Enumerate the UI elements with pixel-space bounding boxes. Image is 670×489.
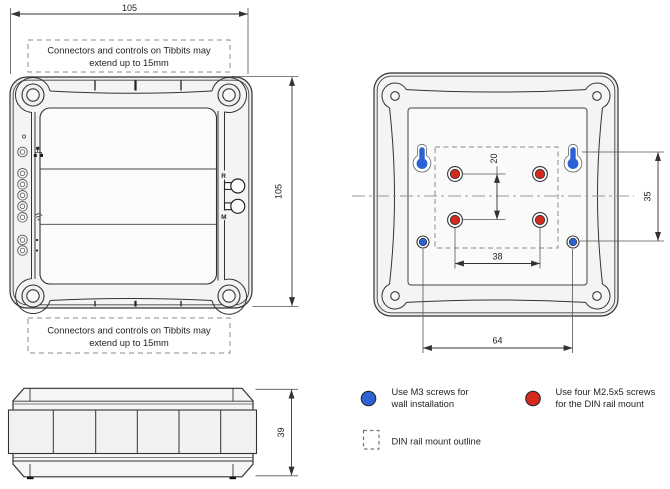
front-faceplate — [14, 76, 248, 315]
led-column — [17, 134, 43, 256]
dim-label-height: 105 — [274, 184, 284, 199]
dimension-width-top: 105 — [10, 3, 249, 74]
note-top-line1: Connectors and controls on Tibbits may — [47, 46, 211, 56]
wall-screw-hole — [416, 235, 430, 249]
label-backing — [219, 210, 227, 220]
note-box-top: Connectors and controls on Tibbits may e… — [27, 39, 231, 73]
corner-hole — [592, 91, 602, 101]
legend: Use M3 screws for wall installation Use … — [360, 387, 656, 450]
din-rail-mount-outline — [434, 146, 559, 249]
led-indicators — [17, 146, 28, 256]
dim-label-width: 105 — [122, 3, 137, 13]
back-view — [352, 72, 634, 317]
status-dot — [35, 238, 39, 242]
dim-label-side-height: 39 — [276, 427, 286, 437]
dimension-wall-horizontal: 64 — [422, 249, 573, 353]
corner-hole — [390, 91, 400, 101]
dimension-din-vertical: 20 — [462, 153, 506, 220]
corner-screw — [21, 83, 45, 107]
foot — [229, 476, 236, 480]
side-view — [7, 387, 258, 480]
note-bottom-line2: extend up to 15mm — [89, 338, 169, 348]
slot-dividers — [52, 410, 222, 454]
legend-wall-line1: Use M3 screws for — [392, 387, 469, 397]
dimension-din-horizontal: 38 — [454, 228, 541, 269]
legend-din-outline-label: DIN rail mount outline — [392, 437, 481, 447]
label-backing — [219, 170, 227, 180]
wall-mount-keyhole — [563, 144, 583, 173]
din-screw-swatch — [525, 390, 541, 407]
dimension-height-right: 105 — [232, 76, 299, 307]
legend-din-outline: DIN rail mount outline — [362, 429, 481, 450]
note-bottom-line1: Connectors and controls on Tibbits may — [47, 326, 211, 336]
wall-mount-keyhole — [412, 144, 432, 173]
wall-screw-hole — [566, 235, 580, 249]
ethernet-icon — [33, 146, 43, 157]
legend-wall-line2: wall installation — [391, 399, 455, 409]
dimension-wall-vertical: 35 — [580, 151, 664, 242]
din-screw-hole — [447, 212, 463, 228]
md-button-label: M — [221, 214, 226, 221]
corner-hole — [390, 291, 400, 301]
legend-din-screw: Use four M2.5x5 screws for the DIN rail … — [525, 387, 656, 409]
legend-din-line2: for the DIN rail mount — [556, 399, 645, 409]
legend-din-line1: Use four M2.5x5 screws — [556, 387, 656, 397]
md-button — [230, 198, 246, 214]
corner-holes — [390, 91, 602, 301]
corner-screw — [217, 83, 241, 107]
note-top-line2: extend up to 15mm — [89, 58, 169, 68]
corner-screw — [21, 284, 45, 308]
reset-button-label: R — [221, 173, 226, 180]
pinhole-dot — [21, 134, 27, 139]
tibbit-slot-band — [7, 409, 258, 455]
side-buttons: R M — [219, 170, 246, 221]
din-screw-hole — [532, 166, 548, 182]
dim-label-wall-vertical: 35 — [643, 191, 653, 201]
din-screw-hole — [532, 212, 548, 228]
corner-hole — [592, 291, 602, 301]
corner-screw — [217, 284, 241, 308]
front-view: R M — [9, 76, 253, 315]
foot — [27, 476, 34, 480]
corner-screws — [21, 83, 241, 308]
note-box-bottom: Connectors and controls on Tibbits may e… — [27, 317, 231, 354]
din-outline-swatch — [362, 429, 380, 450]
edge-ticks — [94, 80, 182, 307]
dim-label-din-vertical: 20 — [489, 153, 499, 163]
din-screw-hole — [447, 166, 463, 182]
dimension-side-height: 39 — [255, 388, 298, 477]
reset-button — [230, 178, 246, 194]
status-dot — [35, 249, 39, 252]
wifi-icon — [34, 213, 43, 221]
wall-screw-swatch — [360, 390, 377, 407]
legend-wall-screw: Use M3 screws for wall installation — [360, 387, 469, 409]
dim-label-din-horizontal: 38 — [492, 252, 502, 262]
tibbit-panel — [39, 107, 218, 285]
dim-label-wall-horizontal: 64 — [492, 336, 502, 346]
